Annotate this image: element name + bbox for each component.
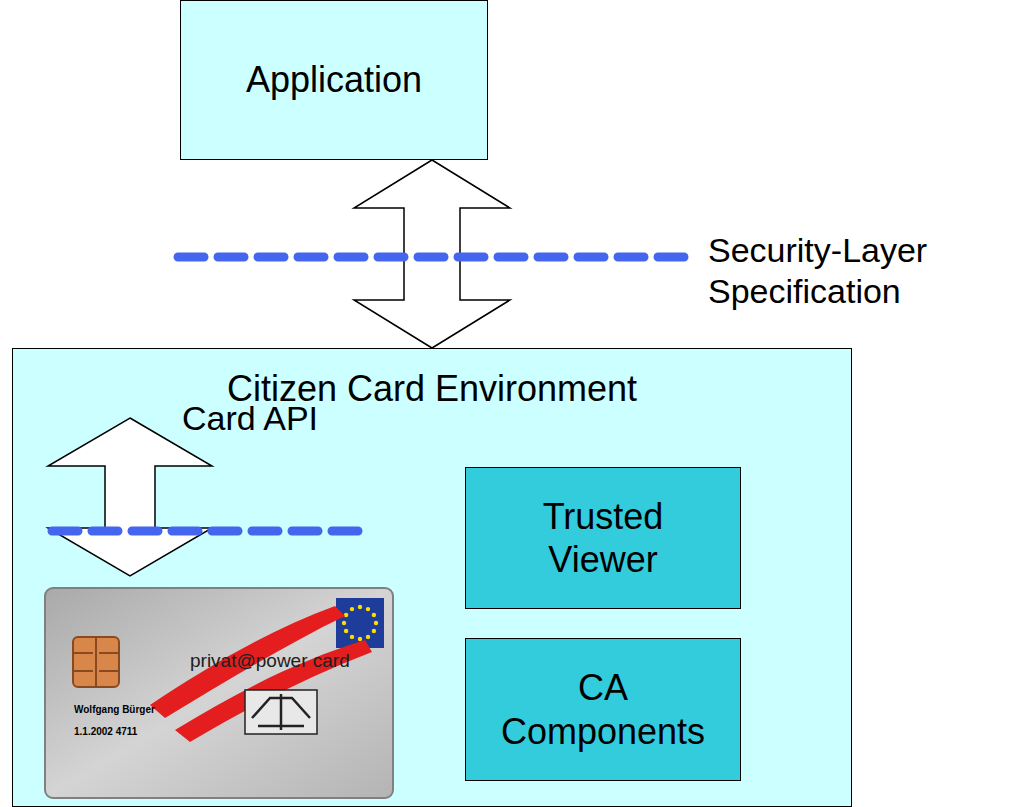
card-holder: Wolfgang Bürger (74, 704, 155, 716)
smart-card (45, 588, 393, 798)
component-box: Trusted Viewer (465, 467, 741, 609)
node-text: CA Components (488, 666, 718, 752)
environment-box: Citizen Card EnvironmentTrusted ViewerCA… (12, 348, 852, 807)
security-layer-line (178, 253, 686, 262)
interface-label: Security-Layer Specification (708, 230, 1008, 312)
component-box: CA Components (465, 638, 741, 781)
interface-arrow (354, 160, 510, 348)
node-text: Application (246, 58, 422, 101)
card-api-arrow (48, 418, 212, 576)
card-brand: privat@power card (190, 650, 350, 673)
card-number: 1.1.2002 4711 (74, 726, 137, 738)
application-box: Application (180, 0, 488, 160)
interface-label: Card API (182, 398, 318, 439)
card-api-line (52, 527, 368, 536)
node-text: Trusted Viewer (488, 495, 718, 581)
